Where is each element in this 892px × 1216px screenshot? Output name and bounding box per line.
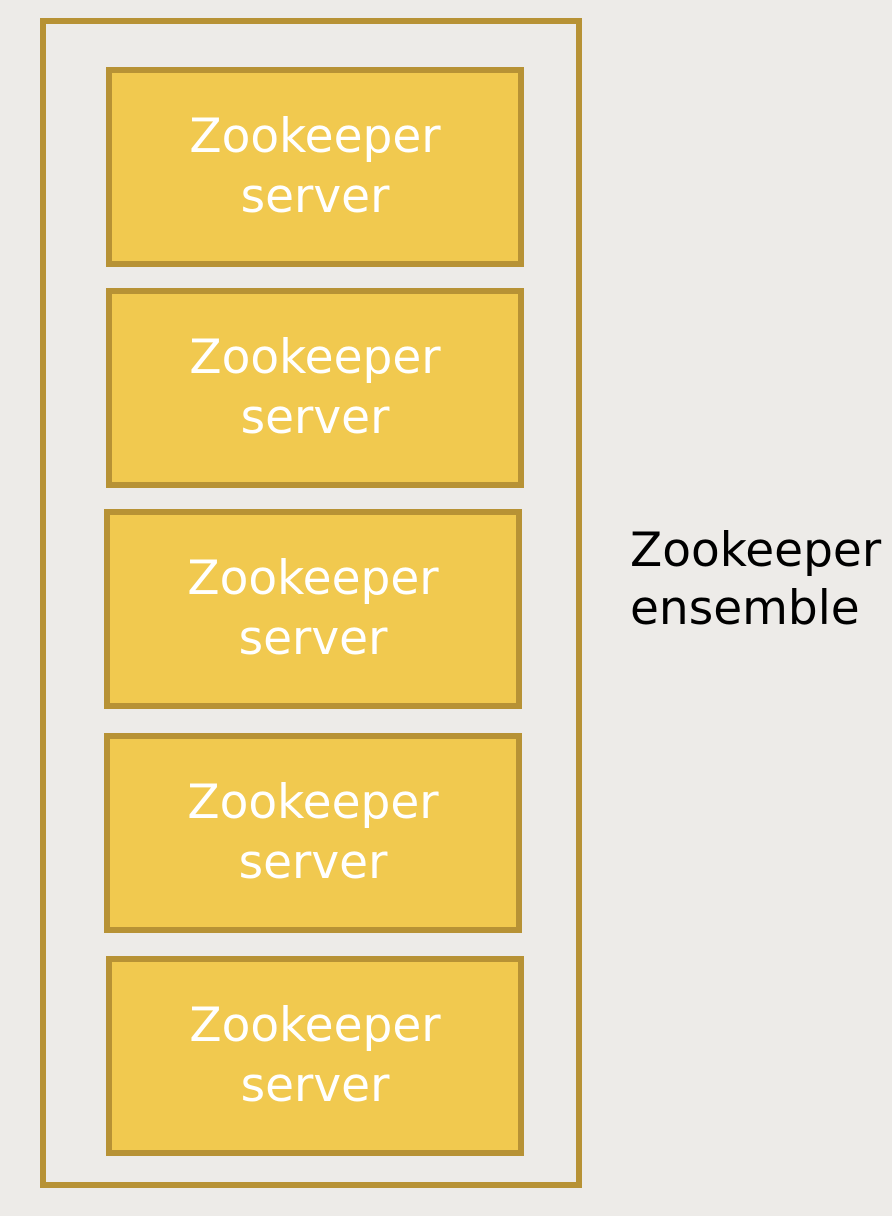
server-box-label-line2: server bbox=[240, 1058, 390, 1113]
server-box-label-line1: Zookeeper bbox=[187, 775, 439, 830]
server-box-label-line1: Zookeeper bbox=[187, 551, 439, 606]
zookeeper-server-box: Zookeeper server bbox=[104, 509, 522, 709]
server-box-label-line1: Zookeeper bbox=[189, 109, 441, 164]
server-box-label-line1: Zookeeper bbox=[189, 330, 441, 385]
ensemble-frame bbox=[40, 18, 582, 1188]
ensemble-label: Zookeeper ensemble bbox=[630, 522, 890, 638]
server-box-label-line1: Zookeeper bbox=[189, 998, 441, 1053]
server-box-label-line2: server bbox=[240, 390, 390, 445]
server-box-label-line2: server bbox=[238, 835, 388, 890]
zookeeper-server-box: Zookeeper server bbox=[106, 67, 524, 267]
server-box-label-line2: server bbox=[240, 169, 390, 224]
ensemble-label-line2: ensemble bbox=[630, 581, 860, 636]
zookeeper-server-box: Zookeeper server bbox=[106, 956, 524, 1156]
zookeeper-server-box: Zookeeper server bbox=[104, 733, 522, 933]
server-box-label-line2: server bbox=[238, 611, 388, 666]
zookeeper-server-box: Zookeeper server bbox=[106, 288, 524, 488]
ensemble-label-line1: Zookeeper bbox=[630, 523, 882, 578]
